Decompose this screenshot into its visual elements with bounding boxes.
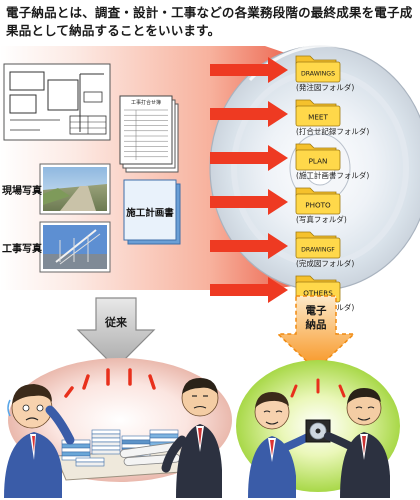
- electronic-delivery-arrow: 電子 納品: [276, 295, 356, 372]
- folder-name-others: OTHERS: [303, 289, 333, 298]
- folder-photo: PHOTO (写真フォルダ): [295, 187, 347, 224]
- folder-meet: MEET (打合せ記録フォルダ): [295, 99, 369, 136]
- folder-drawings: DRAWINGS (発注図フォルダ): [295, 55, 354, 92]
- folder-caption-plan: (施工計画書フォルダ): [296, 170, 369, 180]
- binder: [75, 457, 105, 463]
- binder: [121, 439, 151, 445]
- folder-name-drawings: DRAWINGS: [301, 71, 335, 78]
- binder: [91, 433, 121, 439]
- delivering-person: [248, 392, 314, 498]
- red-arrow-plan: [210, 145, 288, 171]
- cd-case: [305, 419, 331, 443]
- form-title: 工事打合せ簿: [131, 99, 161, 106]
- official-person-left-scene: [161, 378, 222, 498]
- folder-plan: PLAN (施工計画書フォルダ): [295, 143, 369, 180]
- drawing-sheet: [3, 63, 111, 141]
- plan-document-label: 施工計画書: [126, 207, 174, 219]
- folder-caption-drawings: (発注図フォルダ): [296, 82, 354, 92]
- folder-name-meet: MEET: [308, 113, 328, 122]
- binder: [61, 443, 91, 449]
- binder: [61, 451, 91, 457]
- construction-photo: [39, 221, 111, 273]
- receiving-official: [324, 388, 390, 498]
- folder-name-photo: PHOTO: [305, 201, 331, 210]
- stressed-worker: [4, 384, 75, 498]
- binder: [149, 429, 179, 435]
- binder: [61, 447, 91, 453]
- site-photo-label: 現場写真: [2, 186, 42, 197]
- red-arrow-meet: [210, 101, 288, 127]
- electronic-delivery-scene: [236, 360, 400, 498]
- headline-text: 電子納品とは、調査・設計・工事などの各業務段階の最終成果を電子成果品として納品す…: [6, 5, 413, 38]
- binder: [91, 449, 121, 455]
- binder: [149, 437, 179, 443]
- traditional-arrow: 従来: [76, 297, 156, 369]
- binder: [91, 441, 121, 447]
- red-arrow-others: [210, 277, 288, 303]
- form-ruled-lines: [124, 109, 168, 160]
- binder: [121, 435, 151, 441]
- binder: [75, 461, 105, 467]
- folder-name-plan: PLAN: [309, 157, 328, 166]
- traditional-label: 従来: [104, 315, 128, 329]
- red-arrow-drawings: [210, 57, 288, 83]
- folder-drawingf: DRAWINGF (完成図フォルダ): [295, 231, 354, 268]
- red-arrow-group: [210, 57, 288, 303]
- construction-plan-document: 施工計画書: [123, 179, 181, 245]
- red-arrow-photo: [210, 189, 288, 215]
- folder-caption-drawingf: (完成図フォルダ): [296, 258, 354, 268]
- binder: [91, 429, 121, 435]
- binder: [149, 433, 179, 439]
- folder-group: DRAWINGS (発注図フォルダ) MEET (打合せ記録フォルダ) PLAN (施工計…: [295, 55, 369, 312]
- electronic-label-line-2: 納品: [306, 318, 327, 331]
- red-arrow-drawingf: [210, 233, 288, 259]
- paper-delivery-scene: [4, 358, 232, 498]
- meeting-record-form: 工事打合せ簿: [119, 95, 179, 173]
- construction-photo-label: 工事写真: [2, 244, 42, 255]
- binder: [91, 445, 121, 451]
- electronic-label-line-1: 電子: [306, 305, 327, 317]
- folder-caption-meet: (打合せ記録フォルダ): [296, 126, 369, 136]
- binder: [91, 437, 121, 443]
- site-photo: [39, 163, 111, 215]
- folder-name-drawingf: DRAWINGF: [301, 247, 335, 254]
- folder-caption-photo: (写真フォルダ): [296, 214, 347, 224]
